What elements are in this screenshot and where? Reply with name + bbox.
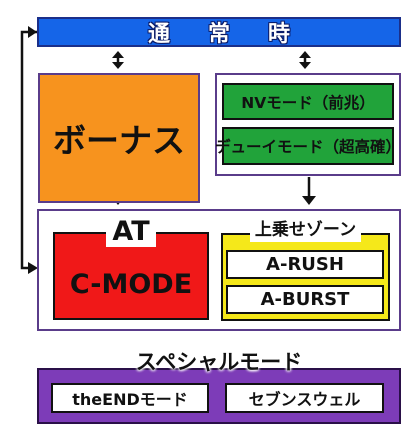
double-arrow-right [299,51,311,69]
loop-arrow-top [28,26,37,38]
the-end-mode-box: theENDモード [51,383,209,413]
a-rush-box: A-RUSH [226,250,384,279]
special-mode-title-wrap: スペシャルモード [37,347,401,375]
at-title: AT [106,217,156,247]
kaminose-zone-title-wrap: 上乗せゾーン [221,218,390,242]
loop-line [20,30,37,270]
at-mode-label: C-MODE [69,268,193,300]
special-mode-title: スペシャルモード [135,350,303,374]
at-title-wrap: AT [53,214,209,250]
kaminose-zone-title: 上乗せゾーン [249,218,362,242]
loop-arrow-right [28,262,38,274]
nv-mode-label: NVモード（前兆） [241,93,375,112]
dewey-mode-box: デューイモード（超高確） [215,127,401,165]
normal-state-title: 通常時 [147,22,328,47]
bonus-label: ボーナス [53,121,185,160]
bonus-box: ボーナス [38,73,200,203]
double-arrow-left [112,51,124,69]
dewey-mode-label: デューイモード（超高確） [215,138,402,156]
normal-state-bar: 通常時 [37,17,401,47]
seven-swell-box: セブンスウェル [225,383,384,413]
a-burst-box: A-BURST [226,285,384,314]
down-arrow-right [302,177,316,205]
nv-mode-box: NVモード（前兆） [222,83,394,120]
